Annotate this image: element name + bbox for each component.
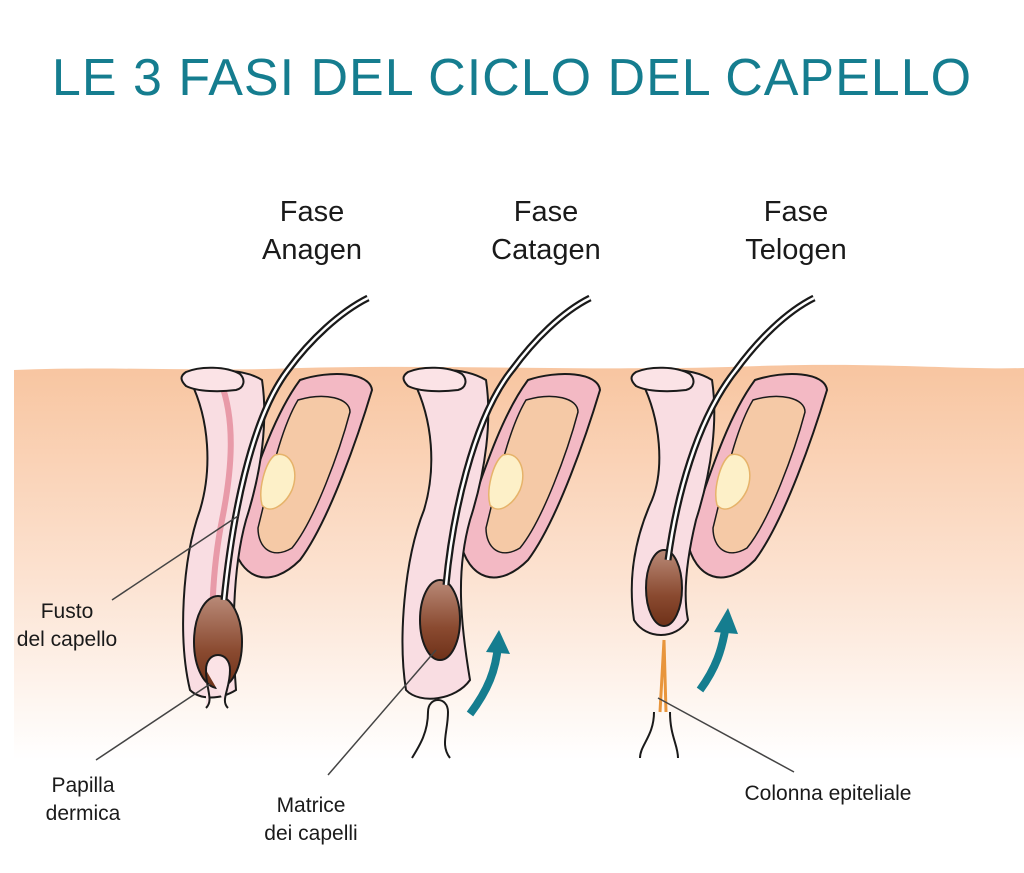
dermal-papilla [411,699,451,759]
leader-matrice [327,649,437,776]
phase-label-catagen: Fase Catagen [491,196,601,266]
phase-label-telogen: Fase Telogen [745,196,847,266]
follicle-telogen [630,294,829,759]
leader-fusto [111,515,239,601]
follicle-catagen [401,294,602,759]
leader-colonna [657,697,795,773]
callout-fusto: Fusto del capello [16,600,118,651]
leader-papilla [95,683,211,761]
hair-bulb [645,549,683,627]
phase-label-anagen: Fase Anagen [262,196,362,266]
hair-bulb [419,579,461,661]
dermal-papilla [205,654,232,709]
callout-papilla: Papilla dermica [45,774,121,825]
follicle-anagen [180,294,374,709]
callout-matrice: Matrice dei capelli [264,794,358,845]
callout-colonna: Colonna epiteliale [744,782,912,805]
diagram-title: LE 3 FASI DEL CICLO DEL CAPELLO [51,49,973,107]
